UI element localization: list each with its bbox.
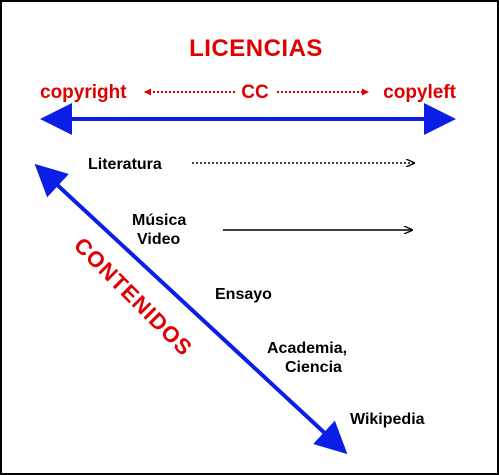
title-licencias: LICENCIAS [189, 35, 323, 62]
item-wikipedia: Wikipedia [350, 411, 425, 428]
item-video: Video [137, 231, 181, 248]
item-academia: Academia, [267, 340, 347, 357]
item-ensayo: Ensayo [215, 286, 272, 303]
contents-axis-arrow [34, 163, 348, 455]
label-cc: CC [241, 82, 269, 103]
item-ciencia: Ciencia [285, 359, 342, 376]
label-copyright: copyright [40, 82, 127, 103]
label-copyleft: copyleft [383, 82, 457, 103]
item-literatura: Literatura [88, 156, 162, 173]
item-musica: Música [132, 212, 186, 229]
